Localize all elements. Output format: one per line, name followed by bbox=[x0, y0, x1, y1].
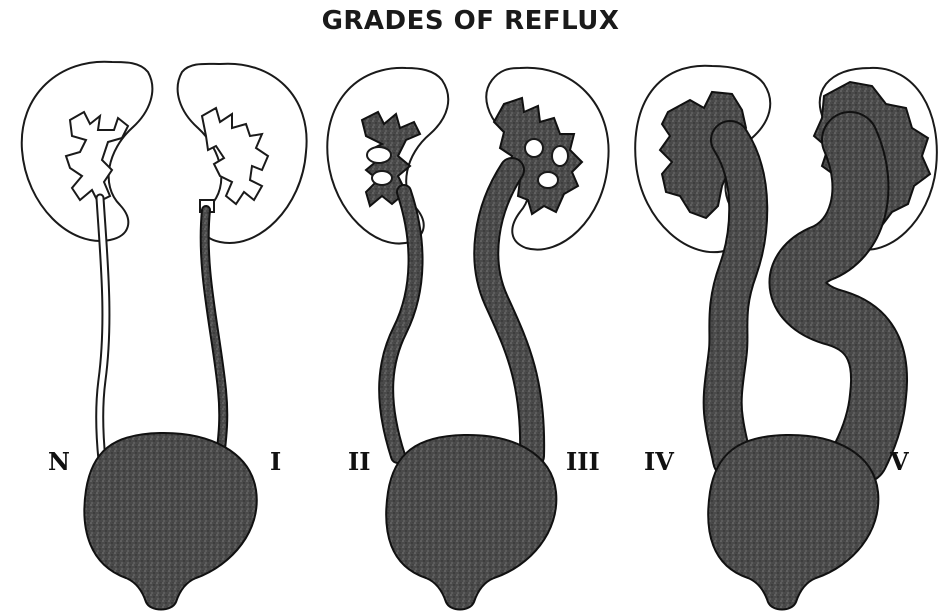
grade-label-v: V bbox=[889, 447, 909, 476]
grade-label-n: N bbox=[48, 447, 70, 476]
grade-label-iii: III bbox=[566, 447, 600, 476]
bladder-3 bbox=[708, 435, 878, 610]
kidney-grade-n bbox=[22, 62, 153, 241]
kidney-grade-ii bbox=[327, 68, 448, 244]
grade-label-ii: II bbox=[348, 447, 370, 476]
grade-label-i: I bbox=[270, 447, 281, 476]
bladder-2 bbox=[386, 435, 556, 610]
ureter-grade-n bbox=[100, 198, 106, 460]
ureter-grade-iv bbox=[723, 140, 749, 460]
grade-label-iv: IV bbox=[644, 447, 674, 476]
ureter-grade-v bbox=[798, 140, 880, 456]
kidney-grade-i bbox=[178, 64, 307, 243]
bladder-1 bbox=[84, 433, 256, 610]
kidney-grade-iii bbox=[486, 68, 608, 250]
ureter-grade-i bbox=[205, 210, 224, 458]
